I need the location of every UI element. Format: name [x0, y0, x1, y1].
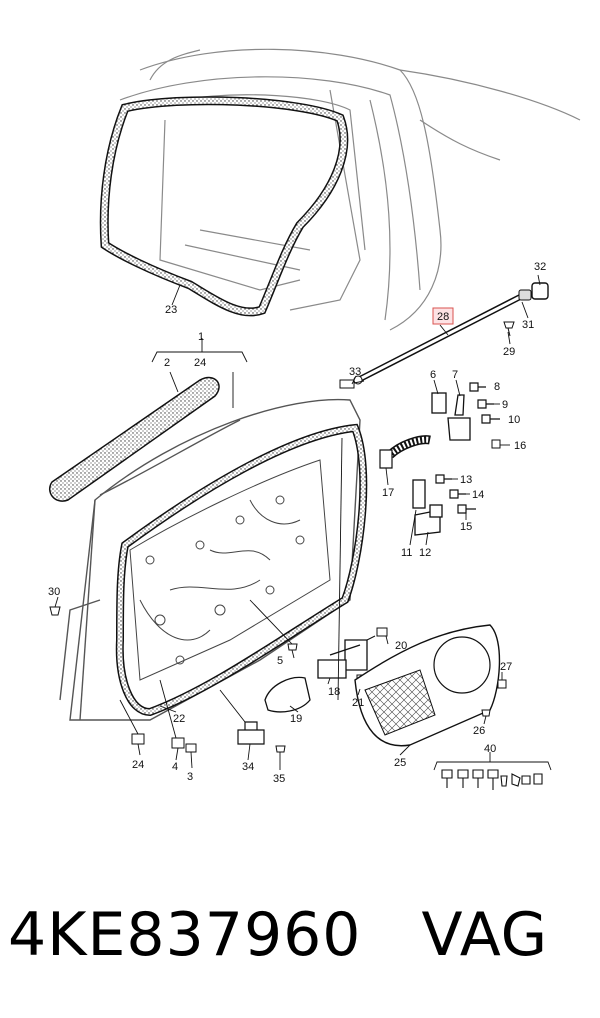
- front-door-seal-texture: [117, 425, 366, 715]
- part-number-caption: 4KE837960 VAG: [8, 880, 598, 990]
- exploded-parts-diagram: 1 2 24 23 28 32 31 29 33 6 7 8 9 10 16 1…: [48, 48, 581, 790]
- callout-2: 2: [164, 357, 170, 369]
- callout-30: 30: [48, 586, 60, 598]
- callout-9: 9: [502, 399, 508, 411]
- lock-bracket: [317, 639, 368, 679]
- callout-33: 33: [349, 366, 361, 378]
- callout-14: 14: [472, 489, 484, 501]
- upper-hinge: [431, 392, 471, 441]
- callout-11: 11: [401, 547, 412, 559]
- highlight-box-part-28: [432, 307, 454, 325]
- fastener-kit: [441, 769, 543, 790]
- screw-part-24: [131, 733, 145, 745]
- callout-10: 10: [508, 414, 520, 426]
- callout-16: 16: [514, 440, 526, 452]
- callout-labels: 1 2 24 23 28 32 31 29 33 6 7 8 9 10 16 1…: [48, 261, 546, 785]
- callout-21: 21: [352, 697, 364, 709]
- callout-13: 13: [460, 474, 472, 486]
- screw-part-29: [503, 321, 515, 337]
- callout-27: 27: [500, 661, 512, 673]
- callout-34: 34: [242, 761, 254, 773]
- callout-5: 5: [277, 655, 283, 667]
- callout-3: 3: [187, 771, 193, 783]
- door-membrane: [354, 624, 501, 747]
- callout-28: 28: [437, 311, 449, 323]
- callout-15: 15: [460, 521, 472, 533]
- leader-lines: [54, 274, 552, 771]
- callout-22: 22: [173, 713, 185, 725]
- nut-part-27: [497, 679, 507, 689]
- screw-part-5: [287, 643, 298, 651]
- screw-part-26: [481, 709, 491, 717]
- bolt-part-4: [171, 737, 185, 749]
- callout-17: 17: [382, 487, 394, 499]
- cap-part-16: [491, 439, 501, 449]
- callout-35: 35: [273, 773, 285, 785]
- screw-part-35: [275, 745, 286, 753]
- lower-hinge: [412, 479, 443, 536]
- door-inner-panel: [129, 459, 331, 681]
- callout-24-bottom: 24: [132, 759, 144, 771]
- callout-12: 12: [419, 547, 431, 559]
- callout-40: 40: [484, 743, 496, 755]
- bolt-part-3: [185, 743, 197, 753]
- callout-23: 23: [165, 304, 177, 316]
- callout-26: 26: [473, 725, 485, 737]
- handle-foam-part-19: [264, 676, 311, 713]
- callout-7: 7: [452, 369, 458, 381]
- bolt-part-20: [366, 627, 388, 641]
- callout-19: 19: [290, 713, 302, 725]
- window-weatherstrip: [48, 376, 220, 502]
- callout-8: 8: [494, 381, 500, 393]
- door-check-rod: [353, 293, 524, 385]
- callout-25: 25: [394, 757, 406, 769]
- door-check-strap: [379, 435, 431, 469]
- callout-18: 18: [328, 686, 340, 698]
- callout-29: 29: [503, 346, 515, 358]
- clip-part-30: [49, 606, 61, 616]
- callout-32: 32: [534, 261, 546, 273]
- callout-1: 1: [198, 331, 204, 343]
- rear-door-seal-texture: [101, 97, 347, 315]
- callout-20: 20: [395, 640, 407, 652]
- callout-31: 31: [522, 319, 534, 331]
- callout-4: 4: [172, 761, 178, 773]
- callout-6: 6: [430, 369, 436, 381]
- bumper-part-32: [518, 282, 549, 301]
- callout-24-top: 24: [194, 357, 206, 369]
- front-door-shell: [59, 398, 361, 721]
- rear-door-seal: [99, 96, 349, 317]
- brand-name: VAG: [421, 900, 549, 970]
- part-code: 4KE837960: [8, 900, 362, 970]
- bracket-part-34: [237, 721, 265, 745]
